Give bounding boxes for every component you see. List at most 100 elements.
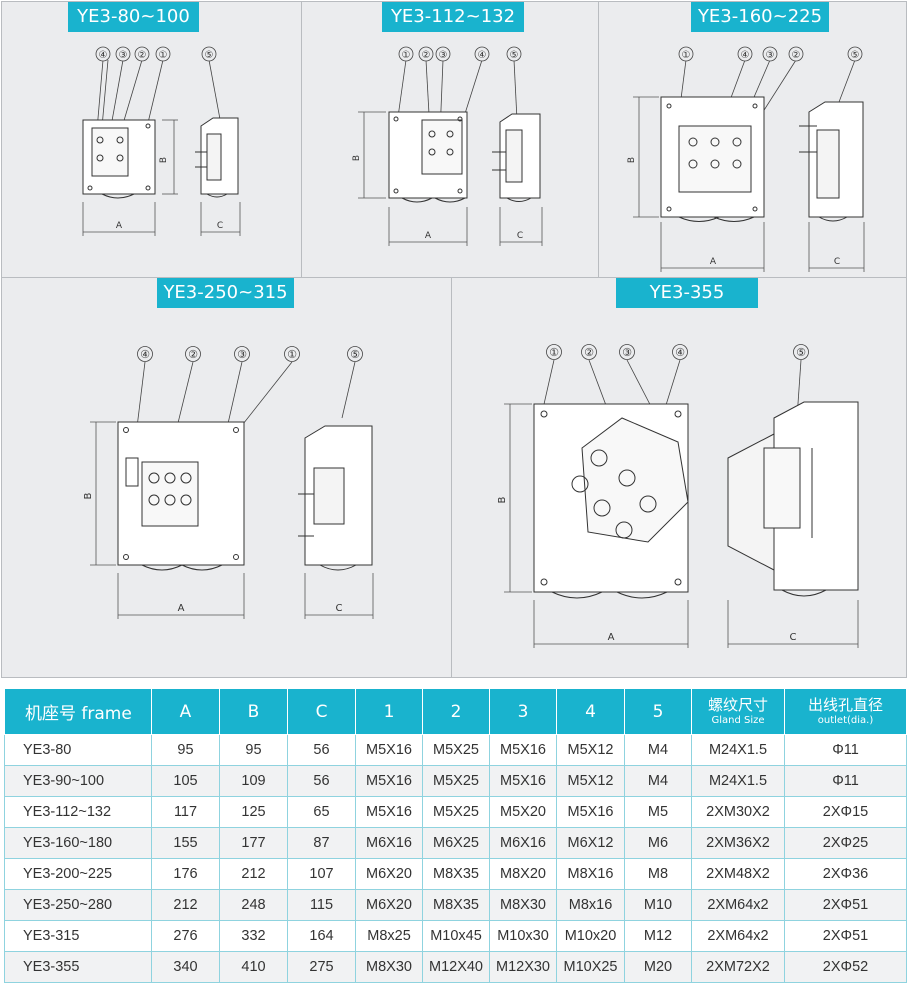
callout-label: ③ xyxy=(439,50,448,61)
cell-2: M5X25 xyxy=(422,734,490,766)
table-row: YE3-200~225 176 212 107 M6X20 M8X35 M8X2… xyxy=(4,858,907,890)
terminal-box-drawing: ① ④ ③ ② ⑤ A B C xyxy=(627,46,865,272)
dimension-label-b: B xyxy=(627,157,637,163)
callout-label: ③ xyxy=(622,346,632,359)
front-view xyxy=(388,111,468,203)
drawing-panel-ye3-112-132: YE3-112~132 ① ② ③ ④ ⑤ xyxy=(301,1,599,278)
cell-4: M5X16 xyxy=(556,796,625,828)
front-view xyxy=(117,421,245,571)
cell-1: M5X16 xyxy=(355,734,423,766)
cell-5: M12 xyxy=(624,920,692,952)
cell-a: 105 xyxy=(151,765,220,797)
cell-5: M20 xyxy=(624,951,692,983)
dimension-lines xyxy=(358,111,543,246)
cell-4: M10x20 xyxy=(556,920,625,952)
cell-frame: YE3-315 xyxy=(4,920,152,952)
cell-gland-size: M24X1.5 xyxy=(691,734,785,766)
cell-frame: YE3-112~132 xyxy=(4,796,152,828)
cell-frame: YE3-90~100 xyxy=(4,765,152,797)
cell-1: M6X20 xyxy=(355,858,423,890)
header-3: 3 xyxy=(489,688,557,735)
header-a: A xyxy=(151,688,220,735)
callout-label: ⑤ xyxy=(205,50,214,61)
cell-a: 212 xyxy=(151,889,220,921)
table-row: YE3-160~180 155 177 87 M6X16 M6X25 M6X16… xyxy=(4,827,907,859)
dimension-label-b: B xyxy=(352,155,362,161)
specification-table: 机座号 frame A B C 1 2 3 4 5 螺纹尺寸 Gland Siz… xyxy=(4,688,907,983)
cell-outlet: 2XΦ36 xyxy=(784,858,907,890)
terminal-box-drawing: ① ② ③ ④ ⑤ A B C xyxy=(497,344,859,648)
table-header-row: 机座号 frame A B C 1 2 3 4 5 螺纹尺寸 Gland Siz… xyxy=(4,688,907,735)
cell-2: M8X35 xyxy=(422,889,490,921)
cell-1: M5X16 xyxy=(355,796,423,828)
cell-5: M6 xyxy=(624,827,692,859)
cell-gland-size: 2XM64x2 xyxy=(691,889,785,921)
callout-label: ⑤ xyxy=(350,348,360,361)
cell-3: M5X16 xyxy=(489,734,557,766)
cell-4: M5X12 xyxy=(556,765,625,797)
cell-c: 56 xyxy=(287,734,356,766)
callout-label: ① xyxy=(402,50,411,61)
header-gland-size: 螺纹尺寸 Gland Size xyxy=(691,688,785,735)
cell-5: M4 xyxy=(624,734,692,766)
cell-frame: YE3-355 xyxy=(4,951,152,983)
cell-a: 340 xyxy=(151,951,220,983)
front-view xyxy=(82,119,156,199)
cell-gland-size: 2XM30X2 xyxy=(691,796,785,828)
drawing-panel-ye3-80-100: YE3-80~100 ④ ③ ② ① ⑤ A xyxy=(1,1,302,278)
dimension-label-a: A xyxy=(710,257,717,267)
terminal-box-drawing: ④ ② ③ ① ⑤ A B C xyxy=(83,346,374,619)
callout-label: ① xyxy=(159,50,168,61)
callout-label: ② xyxy=(584,346,594,359)
table-row: YE3-80 95 95 56 M5X16 M5X25 M5X16 M5X12 … xyxy=(4,734,907,766)
dimension-label-b: B xyxy=(159,157,169,163)
panel-title: YE3-250~315 xyxy=(157,278,294,308)
callout-circles xyxy=(678,46,863,62)
cell-2: M6X25 xyxy=(422,827,490,859)
dimension-label-c: C xyxy=(834,257,840,267)
cell-a: 95 xyxy=(151,734,220,766)
panel-title: YE3-160~225 xyxy=(691,2,829,32)
cell-c: 56 xyxy=(287,765,356,797)
dimension-label-c: C xyxy=(517,231,523,241)
cell-frame: YE3-250~280 xyxy=(4,889,152,921)
cell-1: M8x25 xyxy=(355,920,423,952)
dimension-lines xyxy=(82,119,241,236)
dimension-lines xyxy=(504,403,859,648)
table-body: YE3-80 95 95 56 M5X16 M5X25 M5X16 M5X12 … xyxy=(4,734,907,983)
side-view xyxy=(298,425,373,571)
cell-4: M5X12 xyxy=(556,734,625,766)
callout-label: ③ xyxy=(766,50,775,61)
header-outlet-en: outlet(dia.) xyxy=(817,715,874,726)
callout-circles xyxy=(95,46,217,62)
dimension-label-b: B xyxy=(497,496,508,503)
cell-b: 332 xyxy=(219,920,288,952)
header-b: B xyxy=(219,688,288,735)
panel-title: YE3-112~132 xyxy=(382,2,524,32)
cell-1: M8X30 xyxy=(355,951,423,983)
cell-c: 65 xyxy=(287,796,356,828)
cell-4: M8X16 xyxy=(556,858,625,890)
cell-1: M6X16 xyxy=(355,827,423,859)
callout-circles xyxy=(398,46,522,62)
cell-outlet: 2XΦ52 xyxy=(784,951,907,983)
cell-b: 248 xyxy=(219,889,288,921)
cell-2: M8X35 xyxy=(422,858,490,890)
cell-1: M6X20 xyxy=(355,889,423,921)
cell-5: M8 xyxy=(624,858,692,890)
cell-a: 176 xyxy=(151,858,220,890)
side-view xyxy=(195,117,239,198)
dimension-lines xyxy=(633,96,865,272)
terminal-box-drawing: ① ② ③ ④ ⑤ A B C xyxy=(352,46,543,246)
cell-b: 95 xyxy=(219,734,288,766)
callout-label: ① xyxy=(549,346,559,359)
front-view xyxy=(533,403,689,599)
callout-label: ④ xyxy=(99,50,108,61)
cell-frame: YE3-200~225 xyxy=(4,858,152,890)
cell-4: M10X25 xyxy=(556,951,625,983)
callout-circles xyxy=(546,344,809,360)
callout-label: ③ xyxy=(237,348,247,361)
cell-outlet: Φ11 xyxy=(784,765,907,797)
cell-3: M8X30 xyxy=(489,889,557,921)
callout-label: ⑤ xyxy=(796,346,806,359)
